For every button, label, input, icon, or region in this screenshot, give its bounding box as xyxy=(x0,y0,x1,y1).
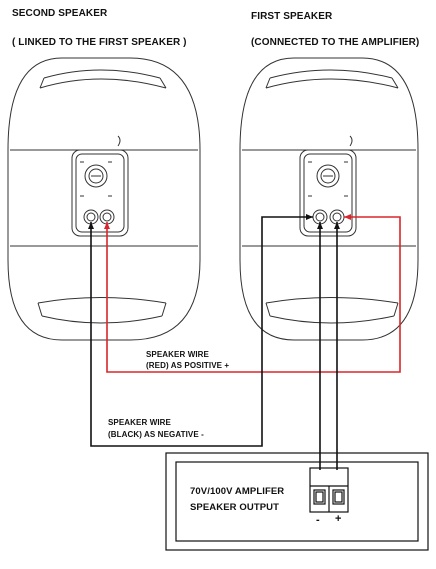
red-wire-label-line1: SPEAKER WIRE xyxy=(146,350,209,359)
terminal-minus-label: - xyxy=(316,514,320,526)
terminal-plus-label: + xyxy=(335,513,342,525)
amplifier-label-line1: 70V/100V AMPLIFER xyxy=(190,486,285,497)
first-speaker xyxy=(239,57,419,341)
black-wire-arrow-right xyxy=(306,214,313,220)
red-wire-arrow-right xyxy=(344,214,351,220)
black-wire xyxy=(90,216,313,447)
red-wire-arrow-left xyxy=(104,222,110,229)
amplifier-terminal xyxy=(309,467,349,513)
second-speaker-subtitle: ( LINKED TO THE FIRST SPEAKER ) xyxy=(12,37,187,48)
amplifier-outer xyxy=(165,452,429,551)
red-wire xyxy=(106,216,401,373)
black-wire-arrow-left xyxy=(88,222,94,229)
first-speaker-title: FIRST SPEAKER xyxy=(251,11,333,22)
second-speaker-title: SECOND SPEAKER xyxy=(12,8,108,19)
amplifier-label-line2: SPEAKER OUTPUT xyxy=(190,502,280,513)
red-wire-label-line2: (RED) AS POSITIVE + xyxy=(146,361,230,370)
amplifier-inner xyxy=(175,461,419,542)
second-speaker xyxy=(7,57,201,341)
black-wire-label-line2: (BLACK) AS NEGATIVE - xyxy=(108,430,204,439)
black-wire-label-line1: SPEAKER WIRE xyxy=(108,418,171,427)
first-speaker-subtitle: (CONNECTED TO THE AMPLIFIER) xyxy=(251,37,420,48)
